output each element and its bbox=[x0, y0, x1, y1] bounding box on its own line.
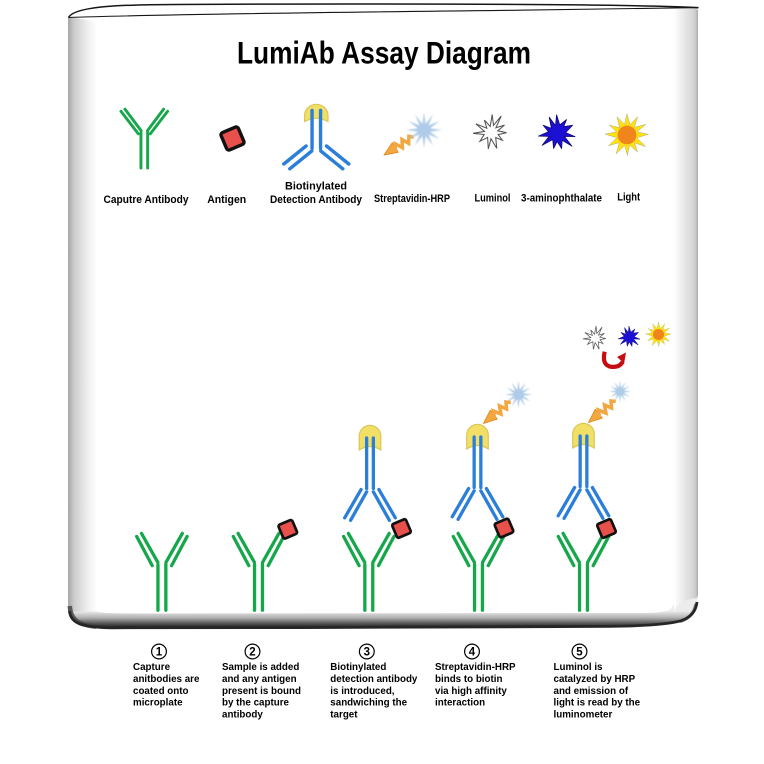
svg-text:by the capture: by the capture bbox=[222, 698, 290, 709]
svg-text:is introduced,: is introduced, bbox=[330, 686, 395, 697]
svg-text:light is read by the: light is read by the bbox=[554, 698, 641, 709]
svg-text:Light: Light bbox=[617, 192, 640, 204]
svg-text:Biotinylated: Biotinylated bbox=[330, 662, 386, 673]
svg-text:3: 3 bbox=[364, 646, 370, 658]
svg-text:antibody: antibody bbox=[222, 710, 263, 721]
svg-text:2: 2 bbox=[249, 646, 255, 658]
svg-text:detection antibody: detection antibody bbox=[330, 674, 418, 685]
svg-text:catalyzed by HRP: catalyzed by HRP bbox=[554, 674, 636, 685]
svg-text:Luminol is: Luminol is bbox=[554, 662, 604, 673]
svg-text:sandwiching the: sandwiching the bbox=[330, 698, 407, 709]
svg-text:3-aminophthalate: 3-aminophthalate bbox=[521, 193, 602, 205]
svg-text:microplate: microplate bbox=[133, 698, 183, 709]
svg-text:LumiAb Assay Diagram: LumiAb Assay Diagram bbox=[237, 35, 531, 71]
svg-text:Luminol: Luminol bbox=[475, 193, 511, 205]
svg-text:and any antigen: and any antigen bbox=[222, 674, 297, 685]
svg-text:via high affinity: via high affinity bbox=[435, 686, 507, 697]
svg-text:coated onto: coated onto bbox=[133, 686, 189, 697]
svg-text:Streptavidin-HRP: Streptavidin-HRP bbox=[435, 662, 516, 673]
svg-text:luminometer: luminometer bbox=[554, 710, 613, 721]
svg-text:Streptavidin-HRP: Streptavidin-HRP bbox=[374, 193, 450, 205]
svg-text:interaction: interaction bbox=[435, 698, 485, 709]
svg-text:present is bound: present is bound bbox=[222, 686, 301, 697]
svg-text:target: target bbox=[330, 710, 358, 721]
svg-text:5: 5 bbox=[576, 646, 583, 658]
svg-text:4: 4 bbox=[469, 646, 476, 658]
svg-text:Caputre Antibody: Caputre Antibody bbox=[104, 194, 189, 206]
svg-text:Antigen: Antigen bbox=[207, 194, 246, 206]
svg-text:anitbodies are: anitbodies are bbox=[133, 674, 200, 685]
svg-text:binds to biotin: binds to biotin bbox=[435, 674, 502, 685]
svg-text:1: 1 bbox=[156, 646, 163, 658]
svg-text:Detection Antibody: Detection Antibody bbox=[270, 194, 362, 206]
svg-text:Capture: Capture bbox=[133, 662, 171, 673]
svg-text:Biotinylated: Biotinylated bbox=[285, 181, 347, 193]
svg-text:Sample is added: Sample is added bbox=[222, 662, 299, 673]
svg-text:and emission of: and emission of bbox=[554, 686, 629, 697]
